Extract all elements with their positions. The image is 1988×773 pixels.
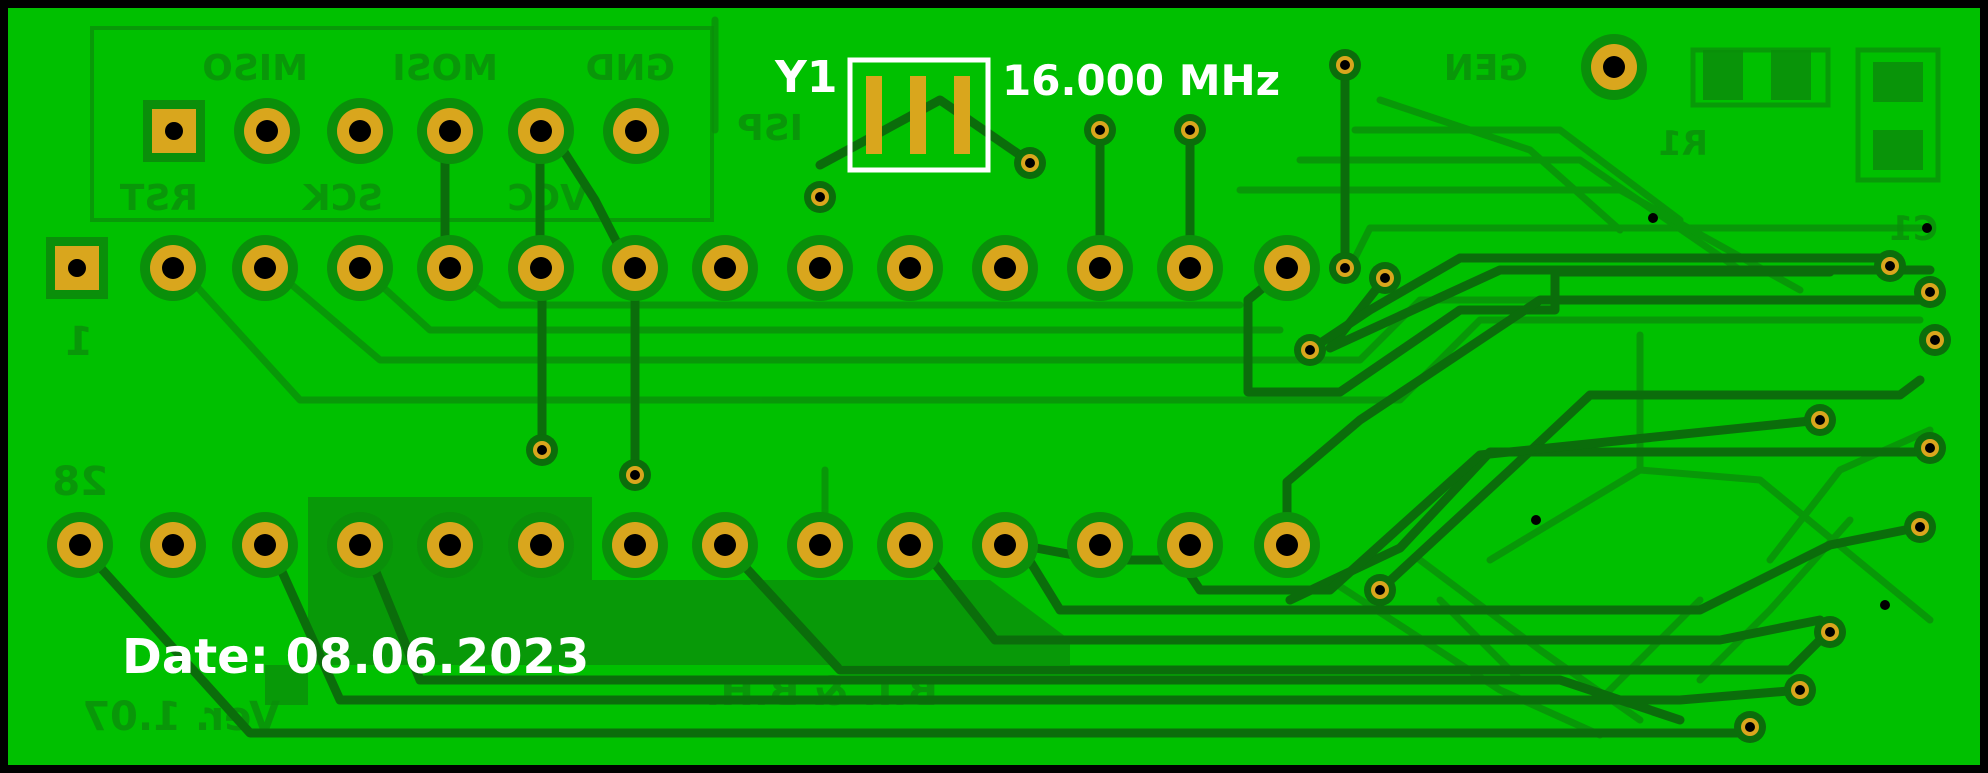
via-icon [1084, 114, 1116, 146]
socket-pad-top [692, 235, 758, 301]
socket-pad-top [232, 235, 298, 301]
via-icon [1364, 574, 1396, 606]
socket-pad-bottom [692, 512, 758, 578]
isp-pad [603, 98, 669, 164]
bottom-traces [176, 16, 1934, 739]
socket-pad-top [877, 235, 943, 301]
gen-pad [1581, 34, 1647, 100]
via-icon [1734, 711, 1766, 743]
isp-pad [234, 98, 300, 164]
socket-pad-bottom [417, 512, 483, 578]
isp-gnd-label: GND [585, 48, 675, 89]
isp-pad [417, 98, 483, 164]
socket-pad-bottom [1254, 512, 1320, 578]
date-label: Date: 08.06.2023 [122, 629, 589, 685]
gen-label: GEN [1444, 48, 1528, 89]
socket-pad-top [1067, 235, 1133, 301]
via-icon [619, 459, 651, 491]
isp-vcc-label: VCC [507, 178, 588, 219]
via-icon [1784, 674, 1816, 706]
isp-miso-label: MISO [202, 48, 308, 89]
socket-pad-bottom [787, 512, 853, 578]
via-icon [1369, 262, 1401, 294]
isp-pad [327, 98, 393, 164]
socket-pad-bottom [327, 512, 393, 578]
isp-label: ISP [737, 108, 803, 149]
via-icon [1919, 324, 1951, 356]
via-icon [1329, 49, 1361, 81]
socket-pad-top [140, 235, 206, 301]
pin1-label: 1 [65, 319, 93, 365]
via-icon [804, 181, 836, 213]
via-icon [1804, 404, 1836, 436]
socket-pad-top [1157, 235, 1223, 301]
via-icon [1294, 334, 1326, 366]
socket-pad-top [972, 235, 1038, 301]
via-icon [1904, 511, 1936, 543]
drill-dot [1880, 600, 1890, 610]
socket-pad-bottom [140, 512, 206, 578]
isp-rst-label: RST [119, 178, 198, 219]
pin1-pad [46, 237, 108, 299]
socket-pad-top [602, 235, 668, 301]
via-icon [1874, 250, 1906, 282]
via-icon [1329, 252, 1361, 284]
drill-dot [1648, 213, 1658, 223]
crystal-ref-label: Y1 [774, 52, 837, 103]
drill-dot [1531, 515, 1541, 525]
socket-pad-top [327, 235, 393, 301]
drill-dot [1922, 223, 1932, 233]
socket-pad-bottom [1067, 512, 1133, 578]
via-icon [1014, 147, 1046, 179]
socket-pad-top [508, 235, 574, 301]
pin28-label: 28 [52, 459, 108, 505]
r1-label: R1 [1658, 124, 1708, 164]
bottom-silk: GND MOSI MISO VCC SCK RST ISP 1 28 GEN R… [52, 26, 1941, 740]
via-icon [1914, 432, 1946, 464]
via-icon [1174, 114, 1206, 146]
socket-pad-bottom [232, 512, 298, 578]
isp-header [143, 100, 205, 162]
socket-pad-top [417, 235, 483, 301]
socket-pad-top [787, 235, 853, 301]
crystal-footprint [847, 57, 991, 173]
via-icon [1814, 616, 1846, 648]
socket-pad-bottom [602, 512, 668, 578]
vias-layer [526, 49, 1951, 743]
via-icon [526, 434, 558, 466]
pads-layer [47, 34, 1647, 578]
socket-pad-bottom [508, 512, 574, 578]
via-icon [1914, 276, 1946, 308]
socket-pad-bottom [972, 512, 1038, 578]
socket-pad-bottom [877, 512, 943, 578]
isp-sck-label: SCK [302, 178, 383, 219]
isp-mosi-label: MOSI [392, 48, 498, 89]
crystal-value-label: 16.000 MHz [1002, 56, 1280, 105]
socket-pad-bottom [47, 512, 113, 578]
socket-pad-top [1254, 235, 1320, 301]
socket-pad-bottom [1157, 512, 1223, 578]
isp-pad [508, 98, 574, 164]
